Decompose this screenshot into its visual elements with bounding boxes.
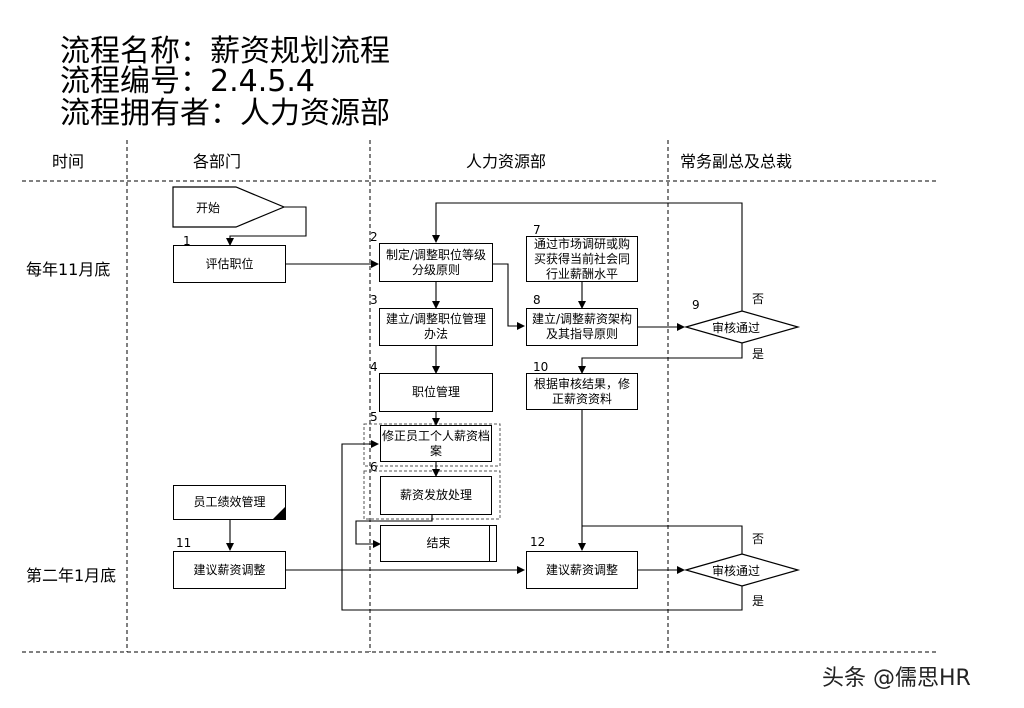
step-number-9: 9: [692, 298, 700, 312]
step-number-12: 12: [530, 535, 546, 549]
performance-management-label: 员工绩效管理: [193, 495, 266, 509]
process-name: 流程名称：薪资规划流程: [60, 34, 390, 69]
step-6-label: 薪资发放处理: [399, 488, 472, 502]
step-5-label: 修正员工个人薪资档案: [381, 428, 490, 458]
step-7-label: 通过市场调研或购买获得当前社会同行业薪酬水平: [533, 236, 630, 281]
step-10-label: 根据审核结果，修正薪资资料: [533, 376, 630, 406]
step-3-label: 建立/调整职位管理办法: [385, 312, 487, 341]
decision-9-no-label: 否: [752, 292, 765, 306]
step-4-label: 职位管理: [411, 385, 460, 399]
conn-2-8: [493, 263, 525, 330]
decision-2-shape: [683, 553, 801, 587]
conn-9-no-line: [432, 202, 743, 311]
step-number-2: 2: [370, 230, 378, 244]
start-shape: [172, 186, 286, 228]
conn-6-end: [355, 515, 433, 548]
step-number-7: 7: [533, 223, 541, 237]
lane-header-time: 时间: [52, 152, 85, 171]
time-label-january: 第二年1月底: [26, 566, 117, 585]
step-number-3: 3: [370, 293, 378, 307]
step-1-label: 评估职位: [205, 256, 254, 271]
decision-9-label: 审核通过: [712, 321, 761, 335]
step-7-market-survey: 通过市场调研或购买获得当前社会同行业薪酬水平: [526, 236, 638, 282]
decision-2-no-label: 否: [752, 532, 765, 546]
performance-management-box: 员工绩效管理: [173, 485, 286, 520]
step-4-position-management: 职位管理: [379, 373, 493, 412]
step-1-evaluate-position: 评估职位: [173, 245, 286, 283]
step-10-revise-salary-data: 根据审核结果，修正薪资资料: [526, 373, 638, 410]
start-label: 开始: [196, 201, 221, 215]
conn-d2-yes: [341, 440, 743, 611]
watermark: 头条 @儒思HR: [822, 666, 971, 691]
end-label: 结束: [426, 536, 451, 550]
conn-9-yes: [578, 343, 743, 374]
step-2-grade-principles: 制定/调整职位等级分级原则: [379, 243, 493, 282]
step-number-10: 10: [533, 360, 549, 374]
step-12-label: 建议薪资调整: [545, 562, 618, 577]
decision-2-yes-label: 是: [752, 594, 765, 608]
process-number: 流程编号：2.4.5.4: [60, 64, 315, 99]
lane-header-departments: 各部门: [193, 152, 242, 171]
lane-header-executive: 常务副总及总裁: [680, 152, 793, 171]
end-bar: [489, 526, 490, 561]
decision-9-yes-label: 是: [752, 347, 765, 361]
step-12-propose-adjustment: 建议薪资调整: [526, 551, 638, 589]
step-number-5: 5: [370, 410, 378, 424]
step-11-label: 建议薪资调整: [193, 562, 266, 577]
step-2-label: 制定/调整职位等级分级原则: [385, 247, 487, 277]
step-number-8: 8: [533, 293, 541, 307]
step-3-position-management-rules: 建立/调整职位管理办法: [379, 308, 493, 346]
step-11-propose-adjustment: 建议薪资调整: [173, 551, 286, 589]
step-number-6: 6: [370, 460, 378, 474]
conn-start-1: [226, 206, 307, 246]
step-8-label: 建立/调整薪资架构及其指导原则: [531, 312, 633, 341]
step-8-salary-structure: 建立/调整薪资架构及其指导原则: [526, 308, 638, 346]
conn-d2-no: [582, 525, 743, 554]
step-number-11: 11: [176, 536, 192, 550]
end-terminal: 结束: [380, 525, 497, 562]
process-owner: 流程拥有者：人力资源部: [60, 96, 390, 131]
step-number-4: 4: [370, 360, 378, 374]
step-6-salary-payment: 薪资发放处理: [380, 476, 492, 515]
lane-header-hr: 人力资源部: [466, 152, 547, 171]
step-number-1: 1: [183, 234, 191, 248]
decision-9-shape: [683, 310, 801, 344]
decision-2-label: 审核通过: [712, 564, 761, 578]
step-5-revise-salary-records: 修正员工个人薪资档案: [380, 425, 492, 462]
corner-fold-icon: [273, 507, 285, 519]
time-label-november: 每年11月底: [26, 260, 111, 279]
